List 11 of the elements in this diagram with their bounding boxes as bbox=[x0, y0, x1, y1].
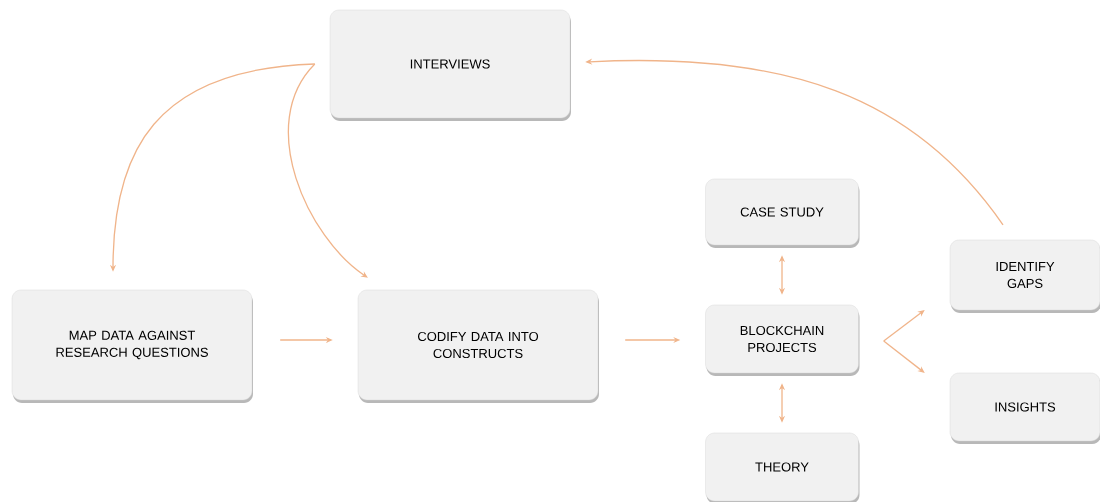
process-box: CASE STUDY bbox=[705, 178, 860, 248]
process-box: MAP DATA AGAINST RESEARCH QUESTIONS bbox=[11, 289, 253, 403]
process-box: INTERVIEWS bbox=[329, 9, 571, 121]
arrow bbox=[883, 340, 925, 373]
process-box: BLOCKCHAIN PROJECTS bbox=[705, 304, 860, 376]
process-box: IDENTIFY GAPS bbox=[949, 239, 1100, 313]
process-box: CODIFY DATA INTO CONSTRUCTS bbox=[357, 289, 599, 403]
arrow bbox=[287, 63, 368, 278]
process-box: THEORY bbox=[705, 432, 860, 502]
arrow bbox=[883, 310, 925, 342]
process-box: INSIGHTS bbox=[949, 372, 1100, 444]
